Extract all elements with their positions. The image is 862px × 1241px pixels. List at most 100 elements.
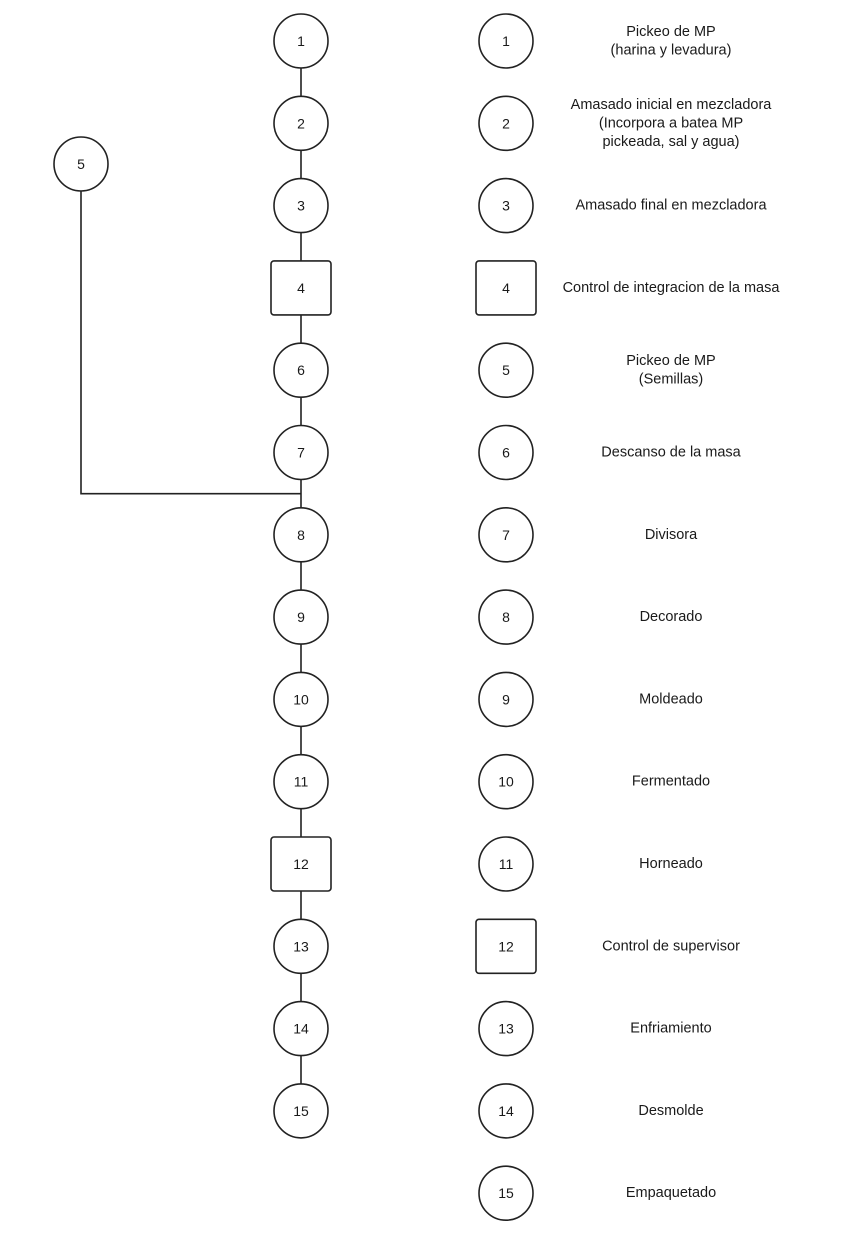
operation-circle (478, 753, 534, 810)
node-number: 12 (498, 938, 514, 954)
legend-symbol-10: 10 (478, 753, 534, 810)
flow-node-9: 9 (273, 589, 329, 645)
legend-row-2: 2 Amasado inicial en mezcladora (Incorpora… (478, 95, 773, 152)
node-number: 7 (297, 445, 305, 461)
operation-square (270, 836, 332, 892)
operation-circle (478, 1083, 534, 1139)
node-number: 4 (502, 280, 510, 296)
legend-symbol-12: 12 (475, 918, 537, 975)
legend-row-11: 11 Horneado (478, 836, 703, 892)
node-number: 10 (498, 774, 514, 790)
operation-circle (478, 836, 534, 892)
flow-node-1: 1 (273, 13, 329, 69)
flow-node-4: 4 (270, 260, 332, 316)
legend-description-line: Moldeado (639, 691, 703, 707)
node-number: 2 (502, 115, 510, 131)
flow-connectors (80, 68, 302, 1084)
node-number: 11 (294, 774, 309, 790)
legend-description-line: pickeada, sal y agua) (602, 134, 739, 150)
node-number: 6 (502, 445, 510, 461)
operation-square (475, 260, 537, 316)
legend-symbol-9: 9 (478, 671, 534, 728)
operation-circle (478, 671, 534, 728)
legend-description-line: Decorado (640, 609, 703, 625)
operation-circle (478, 589, 534, 645)
node-number: 3 (297, 198, 305, 214)
node-number: 14 (293, 1021, 309, 1037)
side-branch: 5 (53, 136, 109, 192)
operation-square (475, 918, 537, 975)
node-number: 3 (502, 198, 510, 214)
legend-symbol-15: 15 (478, 1165, 534, 1221)
legend-row-13: 13 Enfriamiento (478, 1000, 712, 1057)
node-number: 4 (297, 280, 305, 296)
operation-circle (478, 1165, 534, 1221)
node-number: 11 (499, 856, 514, 872)
legend-symbol-11: 11 (478, 836, 534, 892)
operation-circle (478, 1000, 534, 1057)
legend-symbol-5: 5 (478, 342, 534, 399)
legend-description-line: (harina y levadura) (611, 42, 732, 58)
operation-circle (273, 918, 329, 975)
flow-node-7: 7 (273, 424, 329, 481)
node-number: 9 (502, 691, 510, 707)
operation-circle (273, 342, 329, 399)
operation-circle (478, 95, 534, 152)
node-number: 2 (297, 115, 305, 131)
legend-symbol-8: 8 (478, 589, 534, 645)
flow-node-3: 3 (273, 177, 329, 234)
operation-circle (478, 177, 534, 234)
legend-description-line: Amasado inicial en mezcladora (571, 97, 773, 113)
legend-description-line: Horneado (639, 856, 703, 872)
operation-circle (273, 1083, 329, 1139)
node-number: 9 (297, 609, 305, 625)
operation-square (270, 260, 332, 316)
operation-circle (273, 1000, 329, 1057)
legend-description-line: Descanso de la masa (601, 445, 741, 461)
operation-circle (273, 671, 329, 728)
operation-circle (273, 589, 329, 645)
legend-row-14: 14 Desmolde (478, 1083, 704, 1139)
node-number: 7 (502, 527, 510, 543)
operation-circle (478, 13, 534, 69)
node-number: 1 (502, 33, 510, 49)
legend-row-9: 9 Moldeado (478, 671, 703, 728)
legend-description-line: (Incorpora a batea MP (599, 115, 743, 131)
legend-symbol-13: 13 (478, 1000, 534, 1057)
legend-row-6: 6 Descanso de la masa (478, 424, 742, 481)
legend-description-line: Amasado final en mezcladora (575, 198, 767, 214)
legend-symbol-1: 1 (478, 13, 534, 69)
operation-circle (273, 13, 329, 69)
legend-description-line: Divisora (645, 527, 698, 543)
legend-row-7: 7 Divisora (478, 506, 698, 563)
node-number: 6 (297, 362, 305, 378)
legend-description-line: Enfriamiento (630, 1021, 711, 1037)
flow-node-8: 8 (273, 506, 329, 563)
flow-node-13: 13 (273, 918, 329, 975)
legend-description-line: (Semillas) (639, 371, 703, 387)
operation-circle (53, 136, 109, 192)
node-number: 12 (293, 856, 309, 872)
flow-node-11: 11 (273, 753, 329, 810)
flow-node-14: 14 (273, 1000, 329, 1057)
legend-symbol-7: 7 (478, 506, 534, 563)
legend-symbol-6: 6 (478, 424, 534, 481)
operation-circle (273, 95, 329, 152)
node-number: 8 (297, 527, 305, 543)
operation-circle (478, 506, 534, 563)
flow-node-12: 12 (270, 836, 332, 892)
node-number: 5 (502, 362, 510, 378)
side-node-5: 5 (53, 136, 109, 192)
legend-description-line: Control de integracion de la masa (563, 280, 781, 296)
operation-circle (478, 424, 534, 481)
legend-description-line: Desmolde (638, 1103, 703, 1119)
node-number: 14 (498, 1103, 514, 1119)
operation-circle (273, 506, 329, 563)
flow-node-6: 6 (273, 342, 329, 399)
node-number: 13 (293, 938, 309, 954)
